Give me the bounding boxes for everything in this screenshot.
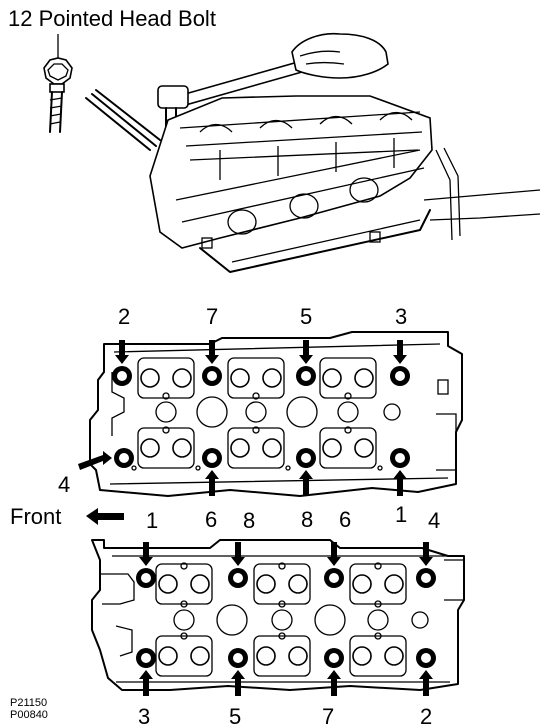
bolt-arrow-icon <box>205 340 219 364</box>
twelve-point-bolt-icon <box>43 57 73 133</box>
upper-bottom-label-4: 1 <box>395 502 407 527</box>
lower-top-label-3: 6 <box>339 507 351 532</box>
lower-top-label-2: 8 <box>243 508 255 533</box>
bolt-arrow-icon <box>205 470 219 496</box>
bolt-marker <box>112 340 132 386</box>
bolt-arrow-icon <box>139 670 153 696</box>
upper-bottom-label-3: 8 <box>301 507 313 532</box>
bolt-marker <box>78 448 134 470</box>
upper-cylinder-head <box>89 331 463 497</box>
bolt-arrow-icon <box>299 470 313 496</box>
bolt-marker <box>228 542 248 588</box>
bolt-arrow-icon <box>327 542 341 566</box>
bolt-marker <box>136 542 156 588</box>
bolt-arrow-icon <box>231 670 245 696</box>
bolt-arrow-icon <box>115 340 129 364</box>
bolt-arrow-icon <box>78 451 112 470</box>
bolt-marker <box>324 542 344 588</box>
lower-bottom-label-2: 5 <box>229 704 241 728</box>
bolt-arrow-icon <box>139 542 153 566</box>
bolt-marker <box>202 448 222 496</box>
bolt-marker <box>136 648 156 696</box>
upper-top-label-1: 2 <box>118 304 130 329</box>
bolt-marker <box>324 648 344 696</box>
figure-code-2: P00840 <box>10 709 48 721</box>
lower-top-label-4: 4 <box>428 508 440 533</box>
lower-cylinder-head <box>91 539 465 691</box>
bolt-arrow-icon <box>419 670 433 696</box>
bolt-arrow-icon <box>393 470 407 496</box>
lower-bottom-label-3: 7 <box>322 704 334 728</box>
lower-top-label-1: 1 <box>146 508 158 533</box>
bolt-marker <box>416 648 436 696</box>
torque-wrench-icon <box>157 32 389 171</box>
lower-bottom-label-1: 3 <box>138 704 150 728</box>
bolt-arrow-icon <box>393 340 407 364</box>
bolt-arrow-icon <box>299 340 313 364</box>
front-label: Front <box>10 504 61 529</box>
bolt-marker <box>390 448 410 496</box>
bolt-marker <box>416 542 436 588</box>
upper-top-label-3: 5 <box>300 304 312 329</box>
front-arrow-icon <box>86 508 124 525</box>
bolt-arrow-icon <box>327 670 341 696</box>
diagram-title: 12 Pointed Head Bolt <box>8 6 216 31</box>
bolt-tightening-illustration <box>43 32 541 273</box>
upper-top-label-2: 7 <box>206 304 218 329</box>
bolt-marker <box>296 448 316 496</box>
bolt-arrow-icon <box>419 542 433 566</box>
upper-bottom-label-1: 4 <box>58 472 70 497</box>
bolt-marker <box>202 340 222 386</box>
figure-code-1: P21150 <box>10 697 47 709</box>
bolt-markers <box>78 340 436 696</box>
upper-top-label-4: 3 <box>395 304 407 329</box>
bolt-marker <box>296 340 316 386</box>
bolt-marker <box>228 648 248 696</box>
upper-bottom-label-2: 6 <box>205 507 217 532</box>
lower-bottom-label-4: 2 <box>420 704 432 728</box>
engine-sketch <box>149 95 541 273</box>
bolt-arrow-icon <box>231 542 245 566</box>
bolt-marker <box>390 340 410 386</box>
